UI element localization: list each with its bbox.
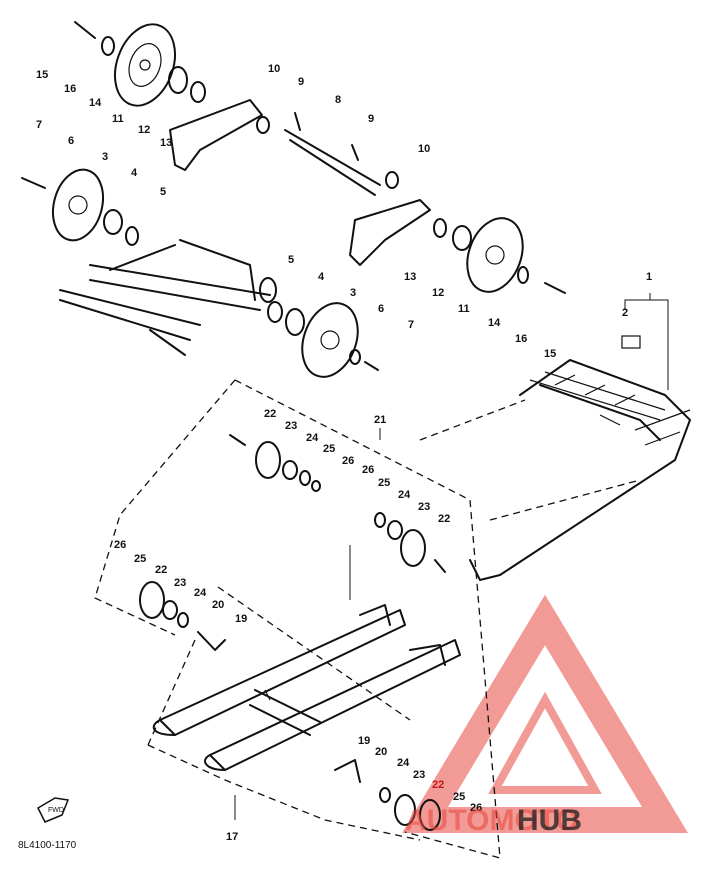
idler-wheel-right <box>433 217 566 294</box>
callout-26-b: 26 <box>362 464 374 476</box>
callout-7: 7 <box>36 119 42 131</box>
callout-25-b: 25 <box>378 477 390 489</box>
callout-24-c: 24 <box>194 587 207 599</box>
callout-26-c: 26 <box>114 539 126 551</box>
callout-7-b: 7 <box>408 319 414 331</box>
callout-11: 11 <box>112 113 124 125</box>
callout-5-b: 5 <box>288 254 294 266</box>
callout-3: 3 <box>102 151 108 163</box>
callout-6-b: 6 <box>378 303 384 315</box>
callout-23-d: 23 <box>413 769 425 781</box>
callout-25-c: 25 <box>134 553 146 565</box>
callout-22-b: 22 <box>438 513 450 525</box>
callout-4: 4 <box>131 167 138 179</box>
callout-14: 14 <box>89 97 102 109</box>
callout-15-b: 15 <box>544 348 556 360</box>
callout-8: 8 <box>335 94 341 106</box>
callout-26: 26 <box>342 455 354 467</box>
callout-9: 9 <box>298 76 304 88</box>
track-assembly <box>419 335 691 581</box>
leader-lines <box>234 293 669 820</box>
watermark-logo <box>402 594 688 833</box>
slide-rail-boundary <box>94 379 501 859</box>
callout-1: 1 <box>646 271 652 283</box>
rear-frame <box>59 239 305 356</box>
callout-22-d: 22 <box>432 779 444 791</box>
svg-text:FWD: FWD <box>48 807 64 814</box>
diagram-code: 8L4100-1170 <box>18 840 77 851</box>
callout-24: 24 <box>306 432 319 444</box>
callout-22: 22 <box>264 408 276 420</box>
callout-4-b: 4 <box>318 271 325 283</box>
callout-10: 10 <box>268 63 280 75</box>
callout-5: 5 <box>160 186 166 198</box>
callout-23: 23 <box>285 420 297 432</box>
watermark-text-auto: AUTOMOTO <box>405 804 579 837</box>
callout-10-b: 10 <box>418 143 430 155</box>
callout-24-b: 24 <box>398 489 411 501</box>
callout-20-b: 20 <box>375 746 387 758</box>
callout-20: 20 <box>212 599 224 611</box>
callout-6: 6 <box>68 135 74 147</box>
callout-12: 12 <box>138 124 150 136</box>
rail-wheels <box>139 434 446 831</box>
callout-15: 15 <box>36 69 48 81</box>
callout-23-c: 23 <box>174 577 186 589</box>
arm-and-axle <box>169 99 431 266</box>
callout-13-b: 13 <box>404 271 416 283</box>
idler-wheel-top <box>74 21 206 107</box>
callout-2: 2 <box>622 307 628 319</box>
callout-11-b: 11 <box>458 303 470 315</box>
callout-14-b: 14 <box>488 317 501 329</box>
idler-wheel-left <box>21 168 139 246</box>
callout-12-b: 12 <box>432 287 444 299</box>
callout-21: 21 <box>374 414 386 426</box>
callout-22-c: 22 <box>155 564 167 576</box>
callout-16-b: 16 <box>515 333 527 345</box>
slide-rails <box>152 604 461 771</box>
callout-25-d: 25 <box>453 791 465 803</box>
idler-wheel-center <box>267 301 379 378</box>
callout-16: 16 <box>64 83 76 95</box>
callout-25: 25 <box>323 443 335 455</box>
callouts: 15 16 14 11 12 13 7 6 3 4 5 10 9 8 9 10 … <box>36 63 652 843</box>
callout-17: 17 <box>226 831 238 843</box>
callout-19-b: 19 <box>358 735 370 747</box>
callout-19: 19 <box>235 613 247 625</box>
watermark-text-hub: HUB <box>517 804 582 837</box>
front-arrow-icon: FWD <box>37 797 70 823</box>
callout-24-d: 24 <box>397 757 410 769</box>
callout-3-b: 3 <box>350 287 356 299</box>
callout-23-b: 23 <box>418 501 430 513</box>
callout-13: 13 <box>160 137 172 149</box>
callout-26-d: 26 <box>470 802 482 814</box>
callout-9-b: 9 <box>368 113 374 125</box>
